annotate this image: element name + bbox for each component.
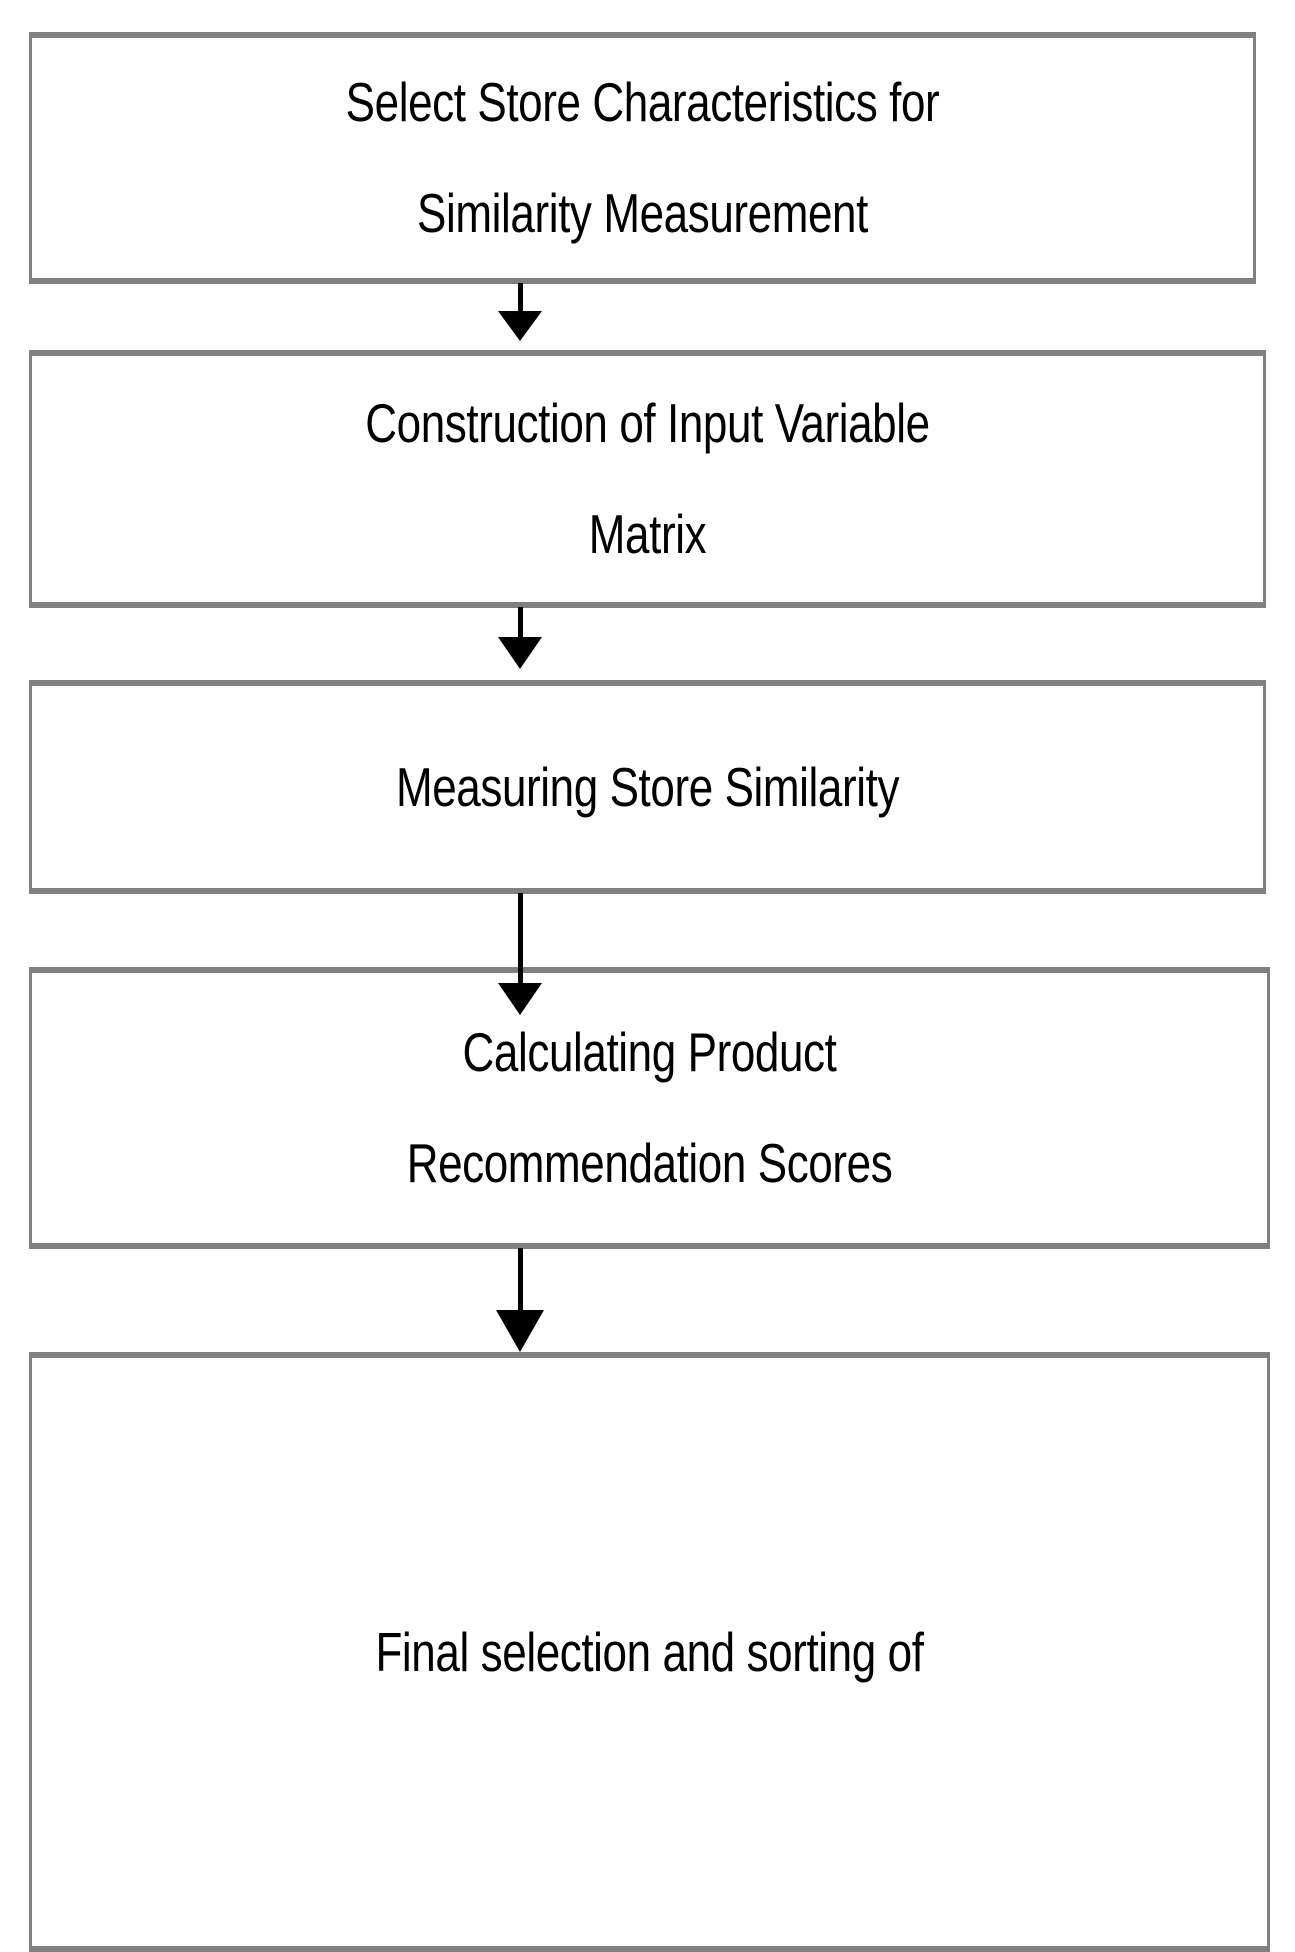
arrow-head [496, 1310, 544, 1352]
arrow-shaft [518, 1248, 523, 1318]
arrow-down-icon-1 [470, 283, 570, 355]
flowchart-node-construction-of-input-variable-matrix[interactable]: Construction of Input Variable Matrix [29, 350, 1266, 608]
flowchart-node-measuring-store-similarity[interactable]: Measuring Store Similarity [29, 680, 1266, 894]
node-label-line-2: Recommendation Scores [406, 1132, 893, 1194]
flowchart-node-final-selection-and-sorting[interactable]: Final selection and sorting of [29, 1352, 1270, 1952]
arrow-head [498, 637, 542, 669]
arrow-down-icon-3 [470, 893, 570, 1033]
arrow-down-icon-4 [470, 1248, 570, 1360]
arrow-head [498, 983, 542, 1015]
arrow-down-icon-2 [470, 607, 570, 685]
node-label-line-2: Matrix [588, 503, 707, 565]
flowchart-node-select-store-characteristics[interactable]: Select Store Characteristics for Similar… [29, 32, 1256, 284]
arrow-shaft [518, 893, 523, 993]
node-label-line-1: Measuring Store Similarity [395, 755, 900, 818]
arrow-head [498, 311, 542, 341]
node-label-line-1: Final selection and sorting of [375, 1620, 924, 1683]
node-label-line-1: Select Store Characteristics for [345, 71, 940, 133]
node-label-line-1: Calculating Product [462, 1021, 837, 1083]
node-label-line-1: Construction of Input Variable [365, 392, 930, 454]
arrow-shaft [518, 607, 523, 647]
flowchart-node-calculating-product-recommendation-scores[interactable]: Calculating Product Recommendation Score… [29, 967, 1270, 1249]
node-label-line-2: Similarity Measurement [417, 182, 868, 244]
arrow-shaft [518, 283, 523, 321]
